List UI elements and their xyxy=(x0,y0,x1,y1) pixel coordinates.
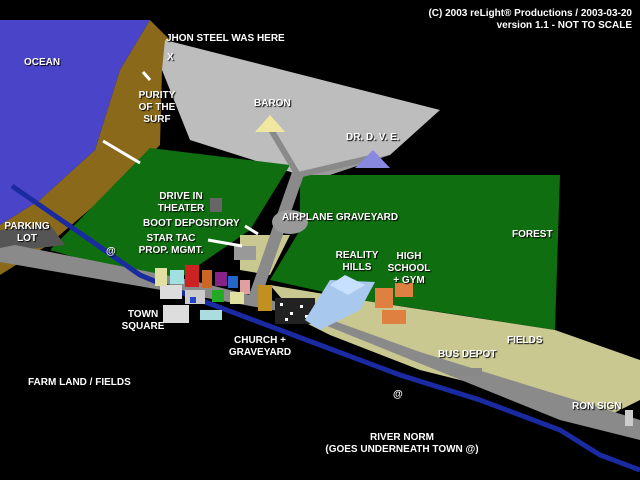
farm-land-label: FARM LAND / FIELDS xyxy=(28,377,131,388)
bus-depot-label: BUS DEPOT xyxy=(438,349,497,360)
main-road xyxy=(0,245,640,440)
purity-of-the-surf-label: PURITY OF THE SURF xyxy=(132,90,182,126)
plateau-road-dve xyxy=(297,155,371,178)
star-tac-line-2: PROP. MGMT. xyxy=(138,245,204,256)
reality-hills-label: REALITY HILLS xyxy=(332,250,382,274)
airplane-graveyard-label: AIRPLANE GRAVEYARD xyxy=(282,212,399,223)
purity-line-3: SURF xyxy=(143,114,171,125)
town-line-2: SQUARE xyxy=(121,321,165,332)
church-graveyard xyxy=(258,285,315,324)
plateau-road-baron xyxy=(267,126,301,177)
church-line-2: GRAVEYARD xyxy=(228,347,292,358)
drive-in-line-1: DRIVE IN xyxy=(159,191,203,202)
airplane-graveyard-disk xyxy=(272,210,308,234)
forest-label: FOREST xyxy=(512,229,553,240)
dr-dve-label: DR. D. V. E. xyxy=(346,132,400,143)
parking-line-1: PARKING xyxy=(4,221,50,232)
drive-in-line-2: THEATER xyxy=(157,203,205,214)
drive-in-theater-label: DRIVE IN THEATER xyxy=(156,191,206,215)
parking-line-2: LOT xyxy=(17,233,37,244)
purity-pointer-lower xyxy=(102,139,141,165)
high-school-line-3: + GYM xyxy=(393,275,425,286)
boot-depository-building xyxy=(234,246,256,260)
north-road xyxy=(248,172,305,300)
drive-in-pointer xyxy=(244,224,259,236)
town-square-buildings xyxy=(155,265,250,323)
left-grass-field xyxy=(50,148,290,285)
drive-in-screen xyxy=(210,198,222,212)
baron-pyramid xyxy=(255,115,285,132)
beach-area xyxy=(0,20,175,275)
version-text: version 1.1 - NOT TO SCALE xyxy=(496,20,632,31)
church-line-1: CHURCH + xyxy=(234,335,286,346)
ron-sign-label: RON SIGN xyxy=(572,401,622,412)
baron-label: BARON xyxy=(254,98,291,109)
fields-label: FIELDS xyxy=(507,335,543,346)
grey-plateau xyxy=(162,40,440,175)
dve-pyramid xyxy=(355,150,390,168)
reality-line-1: REALITY xyxy=(335,250,379,261)
town-line-1: TOWN xyxy=(127,309,159,320)
purity-line-1: PURITY xyxy=(138,90,176,101)
copyright-text: (C) 2003 reLight® Productions / 2003-03-… xyxy=(428,8,632,19)
river-at-symbol-upper: @ xyxy=(106,246,116,257)
bus-depot-marker xyxy=(450,368,482,376)
town-square-label: TOWN SQUARE xyxy=(118,309,168,333)
river-norm xyxy=(10,183,640,473)
purity-line-2: OF THE xyxy=(138,102,176,113)
x-marker: X xyxy=(167,52,174,63)
star-tac-pointer xyxy=(207,238,243,248)
church-graveyard-label: CHURCH + GRAVEYARD xyxy=(228,335,292,359)
purity-pointer-upper xyxy=(141,71,152,81)
high-school-line-2: SCHOOL xyxy=(387,263,431,274)
reality-hills-houses xyxy=(305,275,375,330)
ron-sign-marker xyxy=(625,410,633,426)
river-norm-label: RIVER NORM (GOES UNDERNEATH TOWN @) xyxy=(320,432,484,456)
star-tac-line-1: STAR TAC xyxy=(146,233,196,244)
ocean-label: OCEAN xyxy=(24,57,61,68)
boot-depository-label: BOOT DEPOSITORY xyxy=(143,218,240,229)
star-tac-label: STAR TAC PROP. MGMT. xyxy=(136,233,206,257)
parking-lot-label: PARKING LOT xyxy=(4,221,50,245)
ocean-area xyxy=(0,20,150,225)
reality-line-2: HILLS xyxy=(342,262,372,273)
high-school-line-1: HIGH xyxy=(396,251,422,262)
high-school-label: HIGH SCHOOL + GYM xyxy=(384,251,434,287)
river-line-2: (GOES UNDERNEATH TOWN @) xyxy=(325,444,479,455)
high-school-buildings xyxy=(375,283,413,324)
river-line-1: RIVER NORM xyxy=(370,432,434,443)
river-at-symbol-lower: @ xyxy=(393,389,403,400)
fields-area xyxy=(270,285,640,420)
jhon-steel-label: JHON STEEL WAS HERE xyxy=(166,33,285,44)
